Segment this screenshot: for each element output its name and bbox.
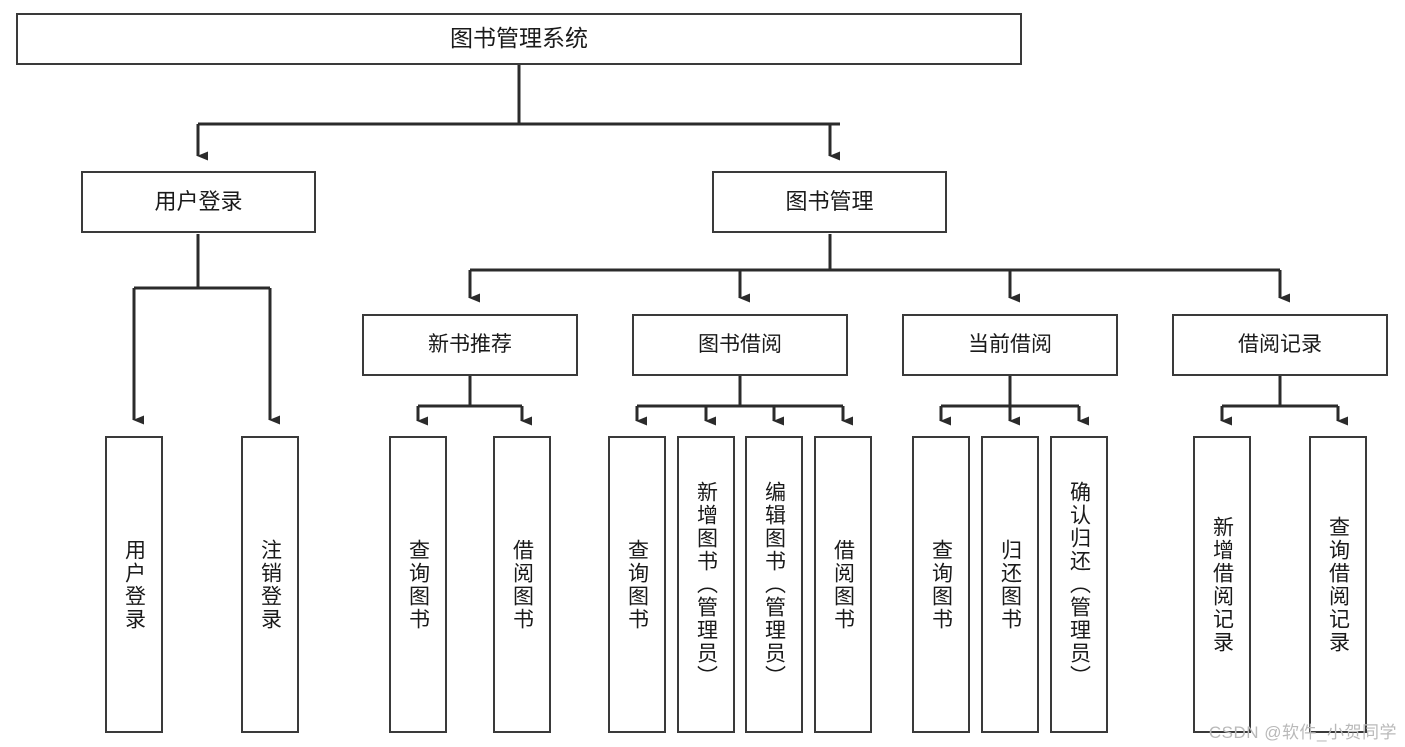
node-new-book-recommend[interactable]: 新书推荐	[362, 314, 578, 376]
node-leaf-query-book-1[interactable]: 查询图书	[389, 436, 447, 733]
node-leaf-user-login[interactable]: 用户登录	[105, 436, 163, 733]
node-book-borrow[interactable]: 图书借阅	[632, 314, 848, 376]
watermark-text: CSDN @软件_小贺同学	[1208, 723, 1397, 742]
node-user-login[interactable]: 用户登录	[81, 171, 316, 233]
node-leaf-query-record-label: 查询借阅记录	[1326, 515, 1350, 654]
node-leaf-add-record-label: 新增借阅记录	[1210, 515, 1234, 654]
node-leaf-return-book[interactable]: 归还图书	[981, 436, 1039, 733]
node-root-system[interactable]: 图书管理系统	[16, 13, 1022, 65]
node-leaf-logout-login-label: 注销登录	[258, 538, 282, 631]
node-leaf-user-login-label: 用户登录	[122, 538, 146, 631]
node-leaf-confirm-return-label: 确认归还（管理员）	[1067, 481, 1091, 688]
node-leaf-borrow-book-2[interactable]: 借阅图书	[814, 436, 872, 733]
node-leaf-add-book-label: 新增图书（管理员）	[694, 481, 718, 688]
node-leaf-logout-login[interactable]: 注销登录	[241, 436, 299, 733]
node-leaf-edit-book-label: 编辑图书（管理员）	[762, 481, 786, 688]
node-root-system-label: 图书管理系统	[450, 25, 588, 52]
node-leaf-return-book-label: 归还图书	[998, 538, 1022, 631]
node-leaf-query-book-1-label: 查询图书	[406, 538, 430, 631]
node-leaf-add-book[interactable]: 新增图书（管理员）	[677, 436, 735, 733]
node-leaf-query-book-3[interactable]: 查询图书	[912, 436, 970, 733]
node-current-borrow-label: 当前借阅	[968, 332, 1052, 356]
node-leaf-query-book-3-label: 查询图书	[929, 538, 953, 631]
node-leaf-query-record[interactable]: 查询借阅记录	[1309, 436, 1367, 733]
node-borrow-record[interactable]: 借阅记录	[1172, 314, 1388, 376]
node-current-borrow[interactable]: 当前借阅	[902, 314, 1118, 376]
node-leaf-query-book-2-label: 查询图书	[625, 538, 649, 631]
node-leaf-query-book-2[interactable]: 查询图书	[608, 436, 666, 733]
node-leaf-borrow-book-2-label: 借阅图书	[831, 538, 855, 631]
node-leaf-confirm-return[interactable]: 确认归还（管理员）	[1050, 436, 1108, 733]
node-leaf-borrow-book-1-label: 借阅图书	[510, 538, 534, 631]
node-user-login-label: 用户登录	[154, 189, 243, 215]
node-book-management[interactable]: 图书管理	[712, 171, 947, 233]
node-leaf-edit-book[interactable]: 编辑图书（管理员）	[745, 436, 803, 733]
node-leaf-add-record[interactable]: 新增借阅记录	[1193, 436, 1251, 733]
node-book-management-label: 图书管理	[785, 189, 874, 215]
node-borrow-record-label: 借阅记录	[1238, 332, 1322, 356]
node-new-book-recommend-label: 新书推荐	[428, 332, 512, 356]
node-book-borrow-label: 图书借阅	[698, 332, 782, 356]
node-leaf-borrow-book-1[interactable]: 借阅图书	[493, 436, 551, 733]
